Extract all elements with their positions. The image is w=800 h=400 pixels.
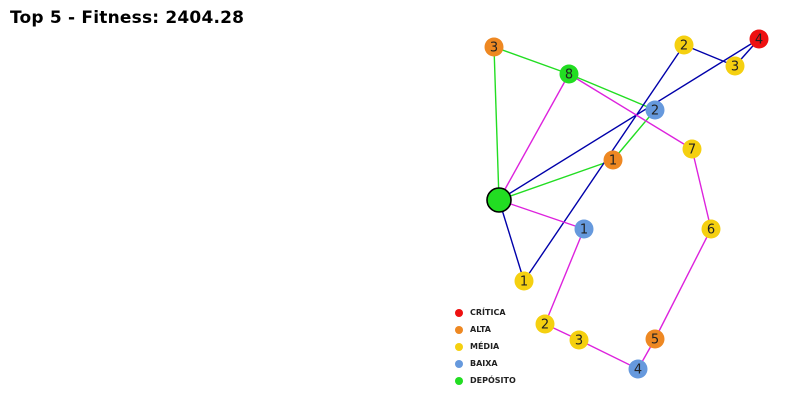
node-label: 3 xyxy=(731,60,739,75)
node-n1orange: 1 xyxy=(603,150,623,170)
legend-label-critica: CRÍTICA xyxy=(470,308,506,317)
node-label: 8 xyxy=(565,68,573,83)
node-label: 3 xyxy=(490,41,498,56)
legend-label-media: MÉDIA xyxy=(470,342,500,351)
route-2-edge xyxy=(498,73,570,201)
node-marker xyxy=(674,35,694,55)
route-2-edge xyxy=(568,73,693,150)
route-2-edge xyxy=(578,339,639,370)
node-label: 6 xyxy=(707,223,715,238)
node-label: 4 xyxy=(755,33,763,48)
legend-item-media: MÉDIA xyxy=(455,338,516,355)
node-marker xyxy=(749,29,769,49)
node-label: 1 xyxy=(520,275,528,290)
node-marker xyxy=(486,187,512,213)
node-n7: 7 xyxy=(682,139,702,159)
legend-item-alta: ALTA xyxy=(455,321,516,338)
legend-item-baixa: BAIXA xyxy=(455,355,516,372)
page-title: Top 5 - Fitness: 2404.28 xyxy=(10,8,245,28)
route-2-edge xyxy=(544,228,585,325)
node-n2blue: 2 xyxy=(645,100,665,120)
legend-swatch-critica xyxy=(455,308,463,317)
node-marker xyxy=(535,314,555,334)
route-1-edge xyxy=(498,199,525,282)
route-1-edge xyxy=(498,38,760,201)
legend-label-alta: ALTA xyxy=(470,325,491,334)
node-marker xyxy=(484,37,504,57)
node-label: 1 xyxy=(580,223,588,238)
node-n2yellow: 2 xyxy=(535,314,555,334)
legend-label-baixa: BAIXA xyxy=(470,359,498,368)
node-marker xyxy=(628,359,648,379)
legend: CRÍTICA ALTA MÉDIA BAIXA DEPÓSITO xyxy=(455,304,516,389)
legend-item-deposito: DEPÓSITO xyxy=(455,372,516,389)
node-n1yellow: 1 xyxy=(514,271,534,291)
node-n2top: 2 xyxy=(674,35,694,55)
node-marker xyxy=(701,219,721,239)
legend-swatch-deposito xyxy=(455,376,463,385)
legend-label-deposito: DEPÓSITO xyxy=(470,376,516,385)
node-n6: 6 xyxy=(701,219,721,239)
route-0-edge xyxy=(568,73,656,111)
node-label: 2 xyxy=(651,104,659,119)
node-n3top: 3 xyxy=(725,56,745,76)
node-label: 2 xyxy=(541,318,549,333)
node-marker xyxy=(725,56,745,76)
route-2-edge xyxy=(498,199,585,230)
route-0-edge xyxy=(493,46,570,75)
node-marker xyxy=(682,139,702,159)
node-n4top: 4 xyxy=(749,29,769,49)
node-n5: 5 xyxy=(645,329,665,349)
node-marker xyxy=(574,219,594,239)
route-2-edge xyxy=(691,148,712,230)
node-n8: 8 xyxy=(559,64,579,84)
route-0-edge xyxy=(498,159,614,201)
node-label: 4 xyxy=(634,363,642,378)
route-2-edge xyxy=(654,228,712,340)
node-label: 3 xyxy=(575,334,583,349)
node-label: 1 xyxy=(609,154,617,169)
node-marker xyxy=(569,330,589,350)
node-marker xyxy=(645,100,665,120)
route-0-edge xyxy=(612,109,656,161)
node-n3yellow: 3 xyxy=(569,330,589,350)
node-label: 5 xyxy=(651,333,659,348)
node-label: 7 xyxy=(688,143,696,158)
legend-swatch-alta xyxy=(455,325,463,334)
legend-item-critica: CRÍTICA xyxy=(455,304,516,321)
legend-swatch-baixa xyxy=(455,359,463,368)
node-marker xyxy=(514,271,534,291)
route-0-edge xyxy=(493,46,500,201)
node-marker xyxy=(559,64,579,84)
node-marker xyxy=(603,150,623,170)
node-marker xyxy=(645,329,665,349)
legend-swatch-media xyxy=(455,342,463,351)
depot-node xyxy=(486,187,512,213)
node-n1blue: 1 xyxy=(574,219,594,239)
node-label: 2 xyxy=(680,39,688,54)
node-n4blue: 4 xyxy=(628,359,648,379)
node-n3a: 3 xyxy=(484,37,504,57)
